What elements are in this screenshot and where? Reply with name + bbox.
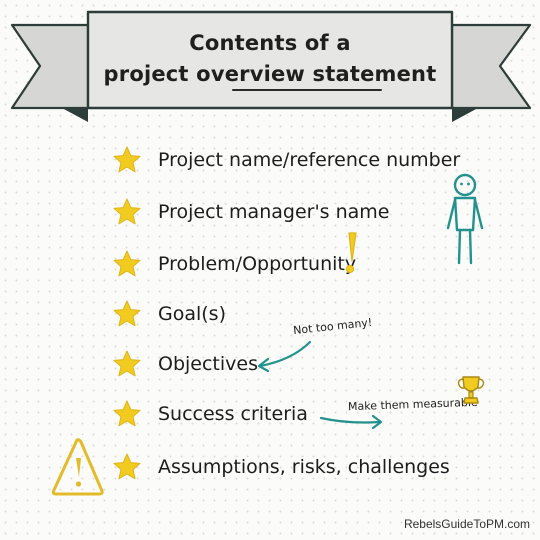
list-item: Project name/reference number bbox=[112, 143, 460, 177]
success-arrow-icon bbox=[319, 414, 383, 430]
list-item: Project manager's name bbox=[112, 195, 390, 229]
star-icon bbox=[113, 146, 141, 173]
list-item-label: Success criteria bbox=[158, 403, 308, 425]
list-item: Problem/Opportunity bbox=[112, 247, 356, 281]
objectives-note: Not too many! bbox=[292, 315, 373, 338]
list-item-label: Assumptions, risks, challenges bbox=[158, 456, 450, 478]
star-icon bbox=[113, 300, 141, 327]
trophy-icon bbox=[457, 376, 485, 404]
list-item-label: Project manager's name bbox=[158, 201, 390, 223]
title-underline bbox=[232, 89, 382, 91]
list-item-label: Problem/Opportunity bbox=[158, 253, 357, 275]
star-icon bbox=[113, 453, 141, 480]
list-item-label: Project name/reference number bbox=[158, 149, 461, 171]
star-icon bbox=[113, 350, 141, 377]
warning-triangle-icon bbox=[51, 438, 104, 496]
title-banner bbox=[10, 10, 532, 122]
star-icon bbox=[113, 250, 141, 277]
exclamation-icon bbox=[345, 232, 357, 274]
list-item: Assumptions, risks, challenges bbox=[112, 450, 450, 484]
banner-title-line-1: Contents of a bbox=[189, 31, 351, 55]
stick-figure-icon bbox=[446, 173, 484, 265]
list-item: Success criteria bbox=[112, 397, 308, 431]
list-item: Goal(s) bbox=[112, 297, 226, 331]
list-item-label: Goal(s) bbox=[158, 303, 226, 325]
site-credit: RebelsGuideToPM.com bbox=[403, 517, 530, 531]
banner-title-line-2: project overview statement bbox=[103, 62, 437, 86]
star-icon bbox=[113, 400, 141, 427]
star-icon bbox=[113, 198, 141, 225]
list-item: Objectives bbox=[112, 347, 258, 381]
objectives-arrow-icon bbox=[257, 340, 312, 372]
list-item-label: Objectives bbox=[158, 353, 258, 375]
